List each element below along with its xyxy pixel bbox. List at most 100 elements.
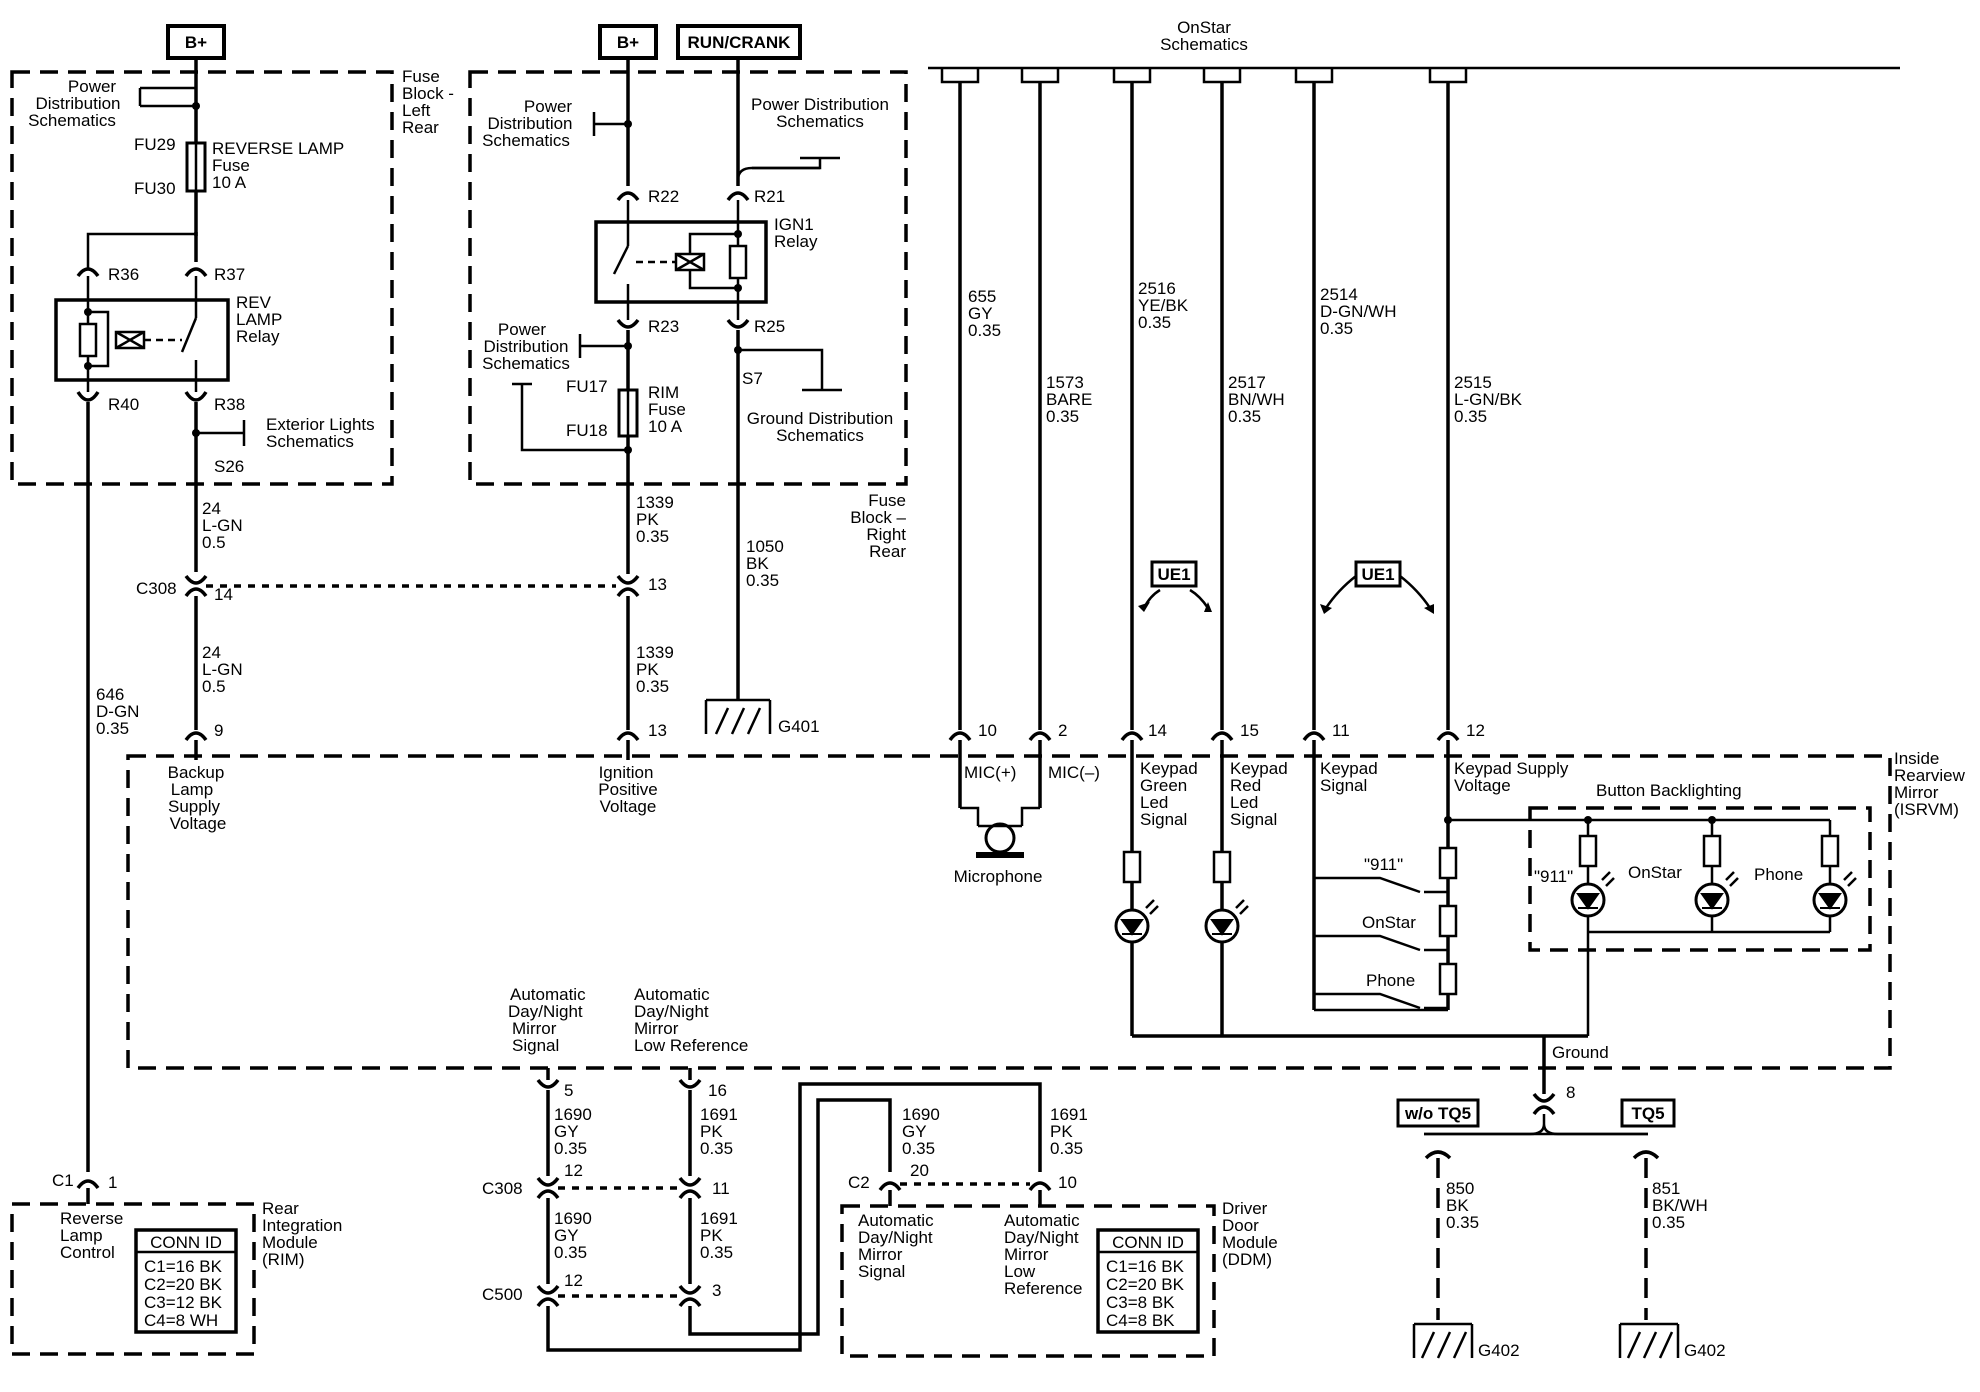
c500-3-connector — [678, 1284, 702, 1295]
r38-terminal — [184, 391, 208, 402]
pin-14-label: 14 — [214, 585, 233, 604]
pin-9-label: 9 — [214, 721, 223, 740]
svg-text:UE1: UE1 — [1361, 565, 1394, 584]
switch-phone — [1314, 992, 1448, 1010]
onstar-wire-2516 — [1112, 68, 1152, 730]
wire-1690-to-ddm — [688, 1098, 892, 1336]
r38-label: R38 — [214, 395, 245, 414]
pin-20-label: 20 — [910, 1161, 929, 1180]
r36-label: R36 — [108, 265, 139, 284]
pin-2-label: 2 — [1058, 721, 1067, 740]
svg-text:C3=12 BK: C3=12 BK — [144, 1293, 223, 1312]
c2-label: C2 — [848, 1173, 870, 1192]
isrvm-pin-8 — [1532, 1092, 1556, 1103]
ddm-c2-20-connector — [878, 1181, 902, 1192]
svg-text:RUN/CRANK: RUN/CRANK — [688, 33, 792, 52]
isrvm-pin-5 — [536, 1078, 560, 1089]
svg-text:C1=16 BK: C1=16 BK — [144, 1257, 223, 1276]
pin-12-c500-label: 12 — [564, 1271, 583, 1290]
green-led-icon — [1114, 899, 1159, 944]
mic-plus-label: MIC(+) — [964, 763, 1016, 782]
isrvm-pin-14 — [1120, 731, 1144, 742]
r25-label: R25 — [754, 317, 785, 336]
c1-label: C1 — [52, 1171, 74, 1190]
switch-onstar — [1314, 934, 1448, 952]
r25-terminal — [726, 318, 750, 329]
c500-label: C500 — [482, 1285, 523, 1304]
isrvm-pin-12 — [1436, 731, 1460, 742]
c500-12-connector — [536, 1284, 560, 1295]
isrvm-pin-13 — [616, 731, 640, 742]
g402-label-b: G402 — [1684, 1341, 1726, 1360]
svg-text:UE1: UE1 — [1157, 565, 1190, 584]
rim-conn-id-table: CONN ID C1=16 BK C2=20 BK C3=12 BK C4=8 … — [134, 1228, 238, 1334]
ue1-tag-1: UE1 — [1138, 560, 1212, 612]
c308-12-connector — [536, 1176, 560, 1187]
r23-terminal — [616, 318, 640, 329]
fuse-block-right-rear-box — [468, 70, 908, 486]
s7-label: S7 — [742, 369, 763, 388]
svg-text:C2=20 BK: C2=20 BK — [1106, 1275, 1185, 1294]
pin-16-label: 16 — [708, 1081, 727, 1100]
c308-label-top: C308 — [136, 579, 177, 598]
pin-8-label: 8 — [1566, 1083, 1575, 1102]
onstar-wire-2517 — [1202, 68, 1242, 730]
r37-label: R37 — [214, 265, 245, 284]
backlight-onstar-led-icon — [1694, 871, 1739, 918]
r22-terminal — [616, 191, 640, 202]
button-backlighting-label: Button Backlighting — [1596, 781, 1742, 800]
switch-phone-label: Phone — [1366, 971, 1415, 990]
pin-13-c308-label: 13 — [648, 575, 667, 594]
b-plus-tag-left: B+ — [166, 24, 226, 60]
pin-10-label: 10 — [978, 721, 997, 740]
isrvm-pin-15 — [1210, 731, 1234, 742]
r23-label: R23 — [648, 317, 679, 336]
microphone-label: Microphone — [954, 867, 1043, 886]
pin-10-ddm-label: 10 — [1058, 1173, 1077, 1192]
svg-text:w/o TQ5: w/o TQ5 — [1404, 1104, 1471, 1123]
pin-15-label: 15 — [1240, 721, 1259, 740]
r21-label: R21 — [754, 187, 785, 206]
switch-911-label: "911" — [1364, 855, 1403, 874]
red-led-icon — [1204, 899, 1249, 944]
ddm-c2-10-connector — [1028, 1181, 1052, 1192]
fu17-label: FU17 — [566, 377, 608, 396]
pin-12-label: 12 — [1466, 721, 1485, 740]
backlight-onstar-label: OnStar — [1628, 863, 1682, 882]
ground-label: Ground — [1552, 1043, 1609, 1062]
isrvm-pin-11 — [1302, 731, 1326, 742]
wire-1691-to-ddm — [546, 1082, 1042, 1352]
mic-minus-label: MIC(–) — [1048, 763, 1100, 782]
red-led-resistor — [1212, 850, 1232, 884]
pin-13-isrvm-label: 13 — [648, 721, 667, 740]
